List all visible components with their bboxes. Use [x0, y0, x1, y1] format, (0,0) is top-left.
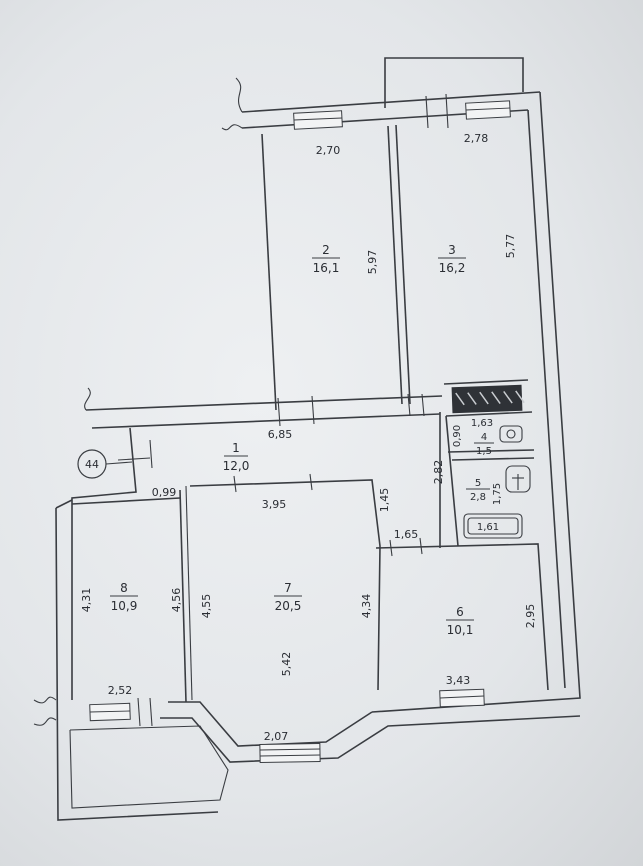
bathtub-icon [463, 513, 523, 539]
room-7-area: 20,5 [275, 599, 302, 613]
dimension-labels: 2,70 2,78 5,97 5,77 6,85 2,82 0,99 1,45 … [80, 132, 537, 743]
room-3-area: 16,2 [439, 261, 466, 275]
dim-room3-length: 5,77 [504, 234, 517, 259]
window-room8 [89, 697, 153, 727]
room-7-number: 7 [284, 581, 292, 595]
dim-wc-width: 1,63 [471, 418, 493, 429]
door-room3 [407, 393, 425, 417]
sink-icon [505, 465, 531, 493]
room-1-area: 12,0 [223, 459, 250, 473]
dim-hall-corner: 1,45 [378, 488, 391, 513]
dim-room3-width: 2,78 [464, 132, 489, 145]
entrance-door [117, 439, 153, 469]
dim-room2-length: 5,97 [366, 250, 379, 275]
ventilation-shaft [451, 384, 525, 414]
room-5-area: 2,8 [470, 492, 486, 503]
dim-room7-bay: 2,07 [264, 730, 289, 743]
room-2-area: 16,1 [313, 261, 340, 275]
windows [89, 93, 511, 764]
door-room2 [277, 395, 315, 427]
dim-room8-width: 2,52 [108, 684, 133, 697]
dim-room6-width-bottom: 3,43 [446, 674, 471, 687]
building-number: 44 [85, 458, 99, 471]
building-number-marker: 44 [77, 449, 133, 479]
dim-hall-side: 0,99 [152, 486, 177, 499]
room-6-number: 6 [456, 605, 464, 619]
room-8-number: 8 [120, 581, 128, 595]
room-6-area: 10,1 [447, 623, 474, 637]
door-room6 [389, 537, 423, 557]
dim-room8-right: 4,56 [170, 588, 183, 613]
dim-bathtub: 1,61 [477, 522, 499, 533]
window-room2 [293, 110, 343, 130]
dim-room6-width-top: 1,65 [394, 528, 419, 541]
room-5-number: 5 [475, 478, 481, 489]
window-room3 [465, 100, 511, 120]
dim-hall-depth: 2,82 [432, 460, 445, 485]
door-room7 [233, 473, 313, 493]
window-room7 [259, 742, 321, 764]
dim-wc-depth: 0,90 [452, 425, 463, 447]
room-2-number: 2 [322, 243, 330, 257]
dim-room2-width: 2,70 [316, 144, 341, 157]
interior-walls [71, 124, 549, 703]
dim-room7-right: 4,34 [360, 594, 373, 619]
dim-bath-depth: 1,75 [492, 483, 503, 505]
window-room6 [439, 688, 485, 708]
room-3-number: 3 [448, 243, 456, 257]
dim-room7-depth: 5,42 [280, 652, 293, 677]
dim-hall-length: 6,85 [268, 428, 293, 441]
dim-room6-length: 2,95 [524, 604, 537, 629]
balcony-door [425, 93, 449, 129]
dim-room7-left: 4,55 [200, 594, 213, 619]
room-8-area: 10,9 [111, 599, 138, 613]
dim-room7-width-top: 3,95 [262, 498, 287, 511]
fixtures [451, 384, 531, 539]
room-4-number: 4 [481, 432, 487, 443]
room-1-number: 1 [232, 441, 240, 455]
dim-room8-left: 4,31 [80, 588, 93, 613]
room-4-area: 1,5 [476, 446, 492, 457]
room-labels: 1 12,0 2 16,1 3 16,2 4 1,5 5 2,8 6 10,1 … [110, 243, 494, 637]
outer-walls [33, 57, 581, 821]
toilet-icon [499, 425, 523, 443]
